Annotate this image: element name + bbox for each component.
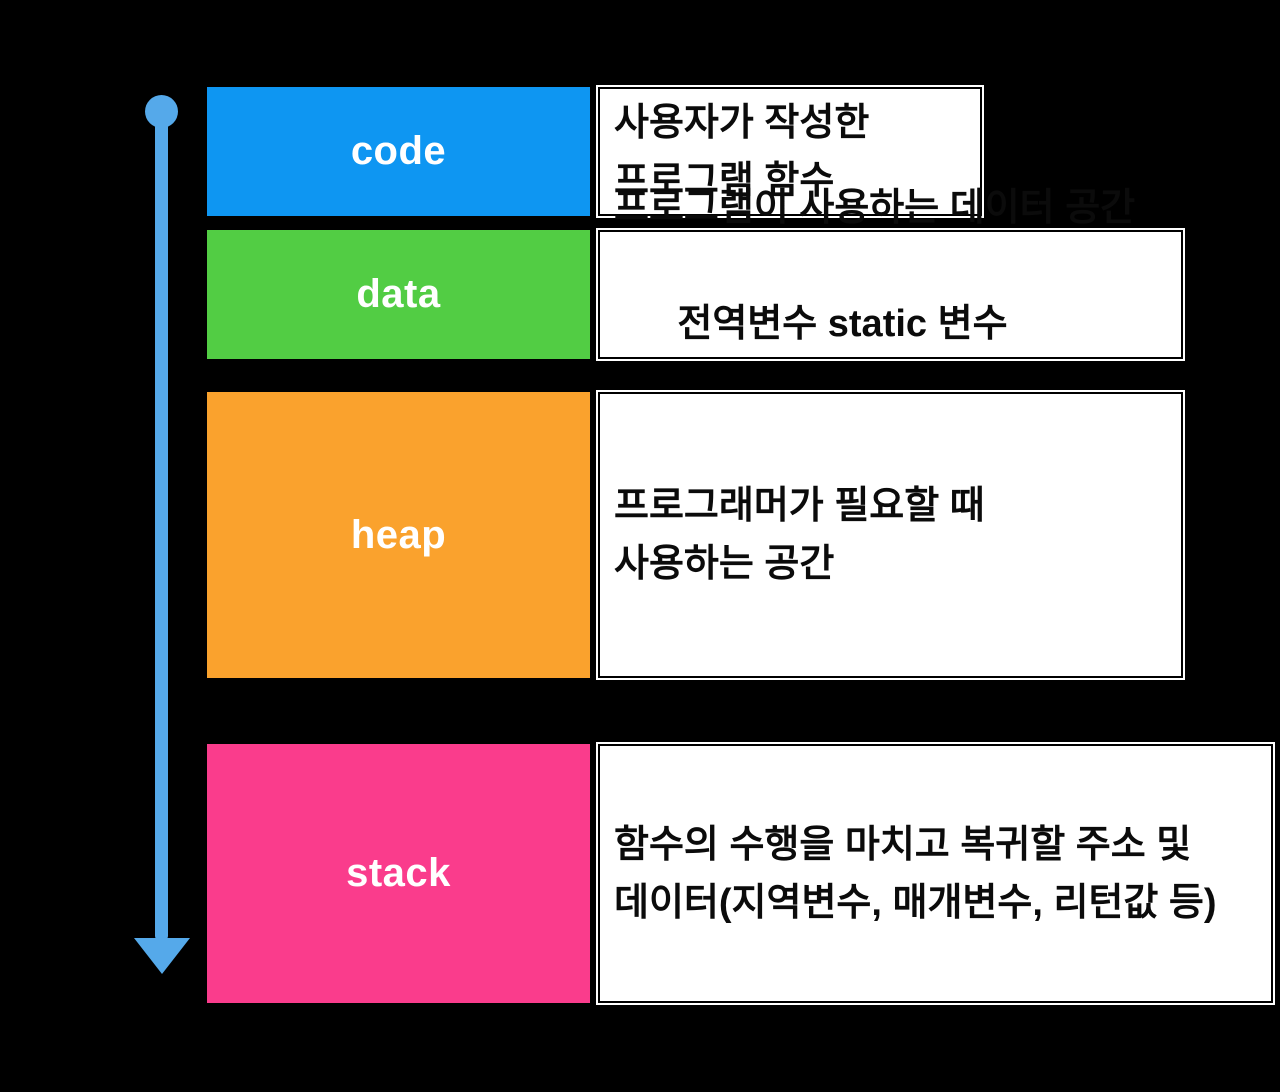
memory-box-stack-label: stack [346,851,451,895]
memory-box-data: data [207,230,590,359]
desc-heap-line1: 프로그래머가 필요할 때 [614,485,985,527]
memory-box-code: code [207,87,590,216]
desc-box-stack: 함수의 수행을 마치고 복귀할 주소 및 데이터(지역변수, 매개변수, 리턴값… [598,744,1273,1003]
memory-box-data-label: data [356,272,441,316]
desc-data-line2-prefix: 전역변수 [677,302,828,345]
desc-code-line1: 사용자가 작성한 [614,101,870,144]
desc-stack-line2: 데이터(지역변수, 매개변수, 리턴값 등) [614,881,1217,924]
memory-box-heap: heap [207,392,590,678]
memory-box-code-label: code [350,129,447,173]
desc-data-line1: 프로그램이 사용하는 데이터 공간 [614,186,1136,229]
arrow-down-head-icon [134,938,190,974]
desc-code-line2: 프로그램 함수 [614,159,835,202]
desc-data-static-term: static [827,302,928,345]
memory-box-stack: stack [207,744,590,1003]
memory-box-heap-label: heap [350,512,447,557]
desc-heap-line2: 사용하는 공간 [614,543,835,585]
desc-box-data: 프로그램이 사용하는 데이터 공간 전역변수 static 변수 [598,187,1183,359]
desc-data-line2-suffix: 변수 [927,302,1008,345]
desc-box-code: 사용자가 작성한 프로그램 함수 [598,87,982,216]
desc-data-line2: 전역변수 static 변수 [614,237,1167,411]
desc-stack-line1: 함수의 수행을 마치고 복귀할 주소 및 [614,823,1192,866]
desc-box-heap: 프로그래머가 필요할 때 사용하는 공간 [598,392,1183,678]
arrow-shaft [155,110,168,940]
